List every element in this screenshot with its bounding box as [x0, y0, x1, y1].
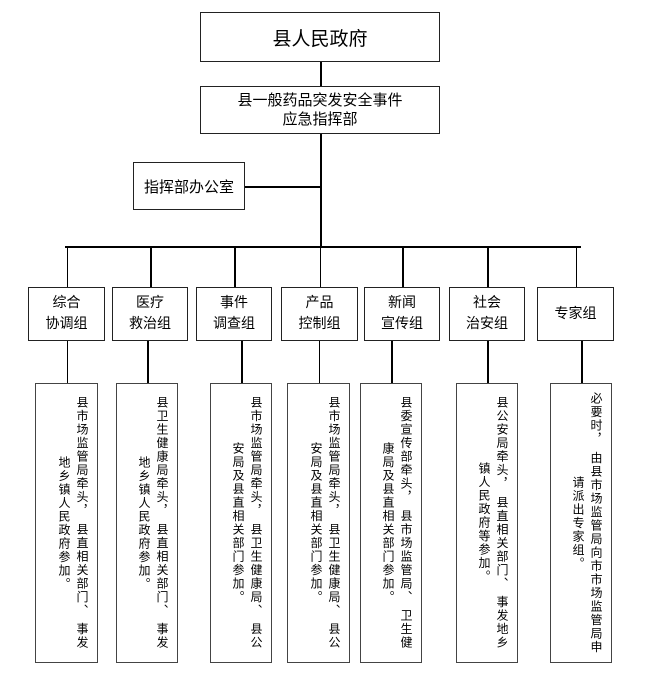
- group-name: 医疗 救治组: [129, 295, 171, 332]
- connector: [241, 341, 243, 383]
- group-description: 县卫生健康局牵头， 县直相关部门、 事发地乡镇人民政府参加。: [137, 396, 169, 650]
- connector: [320, 134, 322, 247]
- connector: [147, 341, 149, 383]
- connector: [319, 246, 321, 287]
- connector: [581, 341, 583, 383]
- connector: [318, 341, 320, 383]
- group-box: 社会 治安组: [449, 287, 525, 341]
- group-description-box: 县公安局牵头， 县直相关部门、 事发地乡镇人民政府等参加。: [456, 383, 518, 663]
- group-description: 县市场监管局牵头， 县卫生健康局、 县公安局及县直相关部门参加。: [309, 396, 341, 650]
- command-center-box: 县一般药品突发安全事件 应急指挥部: [200, 86, 440, 134]
- connector: [150, 246, 152, 287]
- group-description: 必要时， 由县市场监管局向市市场监管局申请派出专家组。: [571, 392, 603, 654]
- command-center-label: 县一般药品突发安全事件 应急指挥部: [237, 91, 403, 128]
- group-name: 新闻 宣传组: [381, 295, 423, 332]
- group-description: 县委宣传部牵头， 县市场监管局、 卫生健康局及县直相关部门参加。: [381, 396, 413, 650]
- connector: [391, 341, 393, 383]
- connector: [575, 246, 577, 287]
- connector: [487, 246, 489, 287]
- group-description-box: 县卫生健康局牵头， 县直相关部门、 事发地乡镇人民政府参加。: [116, 383, 178, 663]
- connector: [66, 246, 68, 287]
- county-government-label: 县人民政府: [272, 27, 368, 50]
- connector: [402, 246, 404, 287]
- group-box: 综合 协调组: [28, 287, 105, 341]
- group-name: 事件 调查组: [213, 295, 255, 332]
- group-description: 县公安局牵头， 县直相关部门、 事发地乡镇人民政府等参加。: [477, 396, 509, 650]
- connector: [66, 341, 68, 383]
- connector: [234, 246, 236, 287]
- group-box: 新闻 宣传组: [364, 287, 440, 341]
- connector: [320, 62, 322, 86]
- group-description-box: 县委宣传部牵头， 县市场监管局、 卫生健康局及县直相关部门参加。: [360, 383, 422, 663]
- group-box: 医疗 救治组: [112, 287, 188, 341]
- county-government-box: 县人民政府: [200, 12, 440, 62]
- group-description-box: 必要时， 由县市场监管局向市市场监管局申请派出专家组。: [550, 383, 612, 663]
- group-box: 事件 调查组: [196, 287, 272, 341]
- group-description: 县市场监管局牵头， 县卫生健康局、 县公安局及县直相关部门参加。: [231, 396, 263, 650]
- group-description: 县市场监管局牵头， 县直相关部门、 事发地乡镇人民政府参加。: [57, 396, 89, 650]
- connector: [487, 341, 489, 383]
- group-description-box: 县市场监管局牵头， 县卫生健康局、 县公安局及县直相关部门参加。: [287, 383, 350, 663]
- group-description-box: 县市场监管局牵头， 县卫生健康局、 县公安局及县直相关部门参加。: [210, 383, 272, 663]
- group-box: 专家组: [537, 287, 614, 341]
- group-name: 产品 控制组: [298, 295, 341, 332]
- office-box: 指挥部办公室: [133, 162, 245, 210]
- connector: [245, 186, 321, 188]
- group-name: 社会 治安组: [466, 295, 508, 332]
- group-description-box: 县市场监管局牵头， 县直相关部门、 事发地乡镇人民政府参加。: [35, 383, 98, 663]
- group-name: 综合 协调组: [45, 295, 88, 332]
- group-name: 专家组: [554, 305, 597, 322]
- group-box: 产品 控制组: [281, 287, 358, 341]
- connector-bus: [65, 246, 581, 248]
- office-label: 指挥部办公室: [143, 177, 234, 196]
